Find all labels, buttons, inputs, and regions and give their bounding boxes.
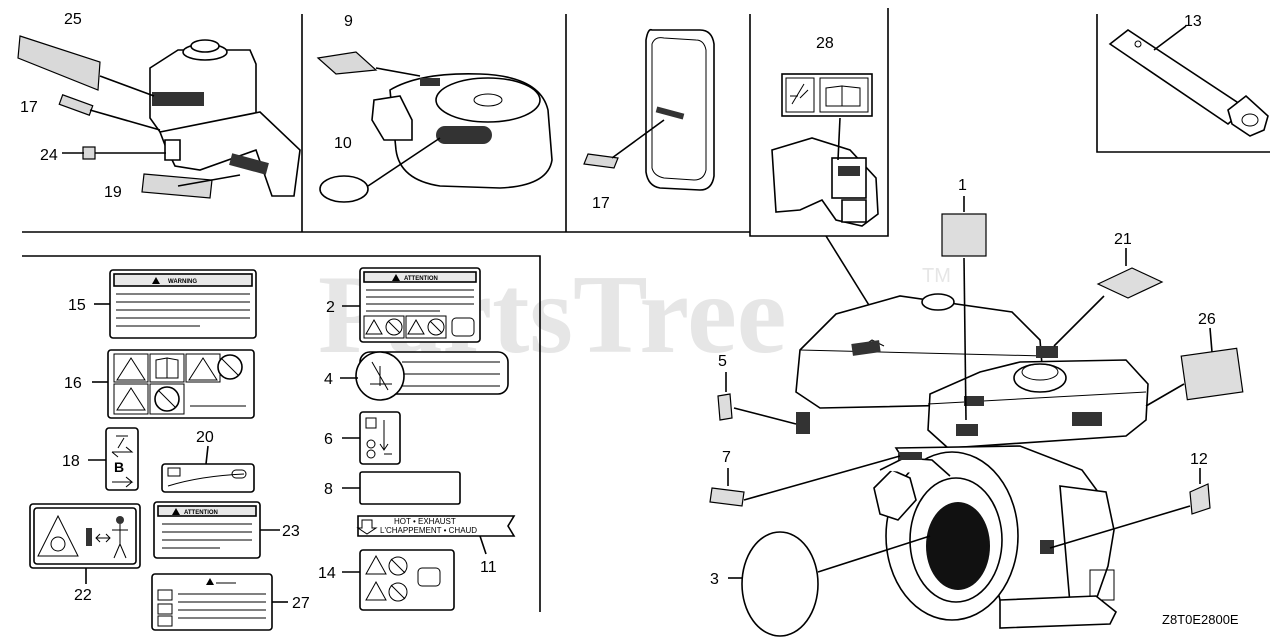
throttle-decal	[161, 445, 255, 493]
callout-9: 9	[344, 13, 353, 30]
callout-23: 23	[282, 523, 300, 540]
callout-17-lower: 17	[592, 195, 610, 212]
warning-decal-heading: WARNING	[168, 279, 197, 285]
callout-20: 20	[196, 429, 214, 446]
attention-decal-23-heading: ATTENTION	[184, 510, 218, 516]
watermark-trademark: TM	[922, 265, 951, 287]
callout-2: 2	[326, 299, 335, 316]
engine-leader-lines	[725, 196, 1213, 579]
panel-borders	[22, 8, 1270, 612]
air-cleaner-illustration	[316, 51, 553, 203]
callout-1: 1	[958, 177, 967, 194]
fuel-tank-illustration	[17, 35, 301, 199]
callout-11: 11	[480, 559, 497, 576]
callout-5: 5	[718, 353, 727, 370]
fuel-switch-decal	[342, 411, 401, 465]
callout-17: 17	[20, 99, 38, 116]
callout-26: 26	[1198, 311, 1216, 328]
callout-12: 12	[1190, 451, 1208, 468]
muffler-protector-illustration	[583, 28, 715, 191]
callout-10: 10	[334, 135, 352, 152]
blank-decal	[342, 471, 461, 505]
callout-8: 8	[324, 481, 333, 498]
exhaust-decal-line1: HOT • EXHAUST	[394, 517, 456, 526]
callout-21: 21	[1114, 231, 1132, 248]
warning-decal: WARNING	[94, 269, 257, 339]
spark-plug-wrench-illustration	[1108, 25, 1269, 137]
callout-27: 27	[292, 595, 310, 612]
diagram-code: Z8T0E2800E	[1162, 612, 1239, 627]
callout-4: 4	[324, 371, 333, 388]
callout-3: 3	[710, 571, 719, 588]
exhaust-decal-line2: L'CHAPPEMENT • CHAUD	[380, 526, 477, 535]
pictogram-decal	[92, 349, 255, 419]
oil-decal	[151, 573, 288, 631]
attention-decal-23: ATTENTION	[153, 501, 280, 559]
callout-16: 16	[64, 375, 82, 392]
callout-18: 18	[62, 453, 80, 470]
engine-decals	[709, 213, 1244, 637]
callout-22: 22	[74, 587, 92, 604]
callout-15: 15	[68, 297, 86, 314]
switch-label-illustration	[771, 73, 879, 311]
safety-icons-decal	[342, 549, 455, 611]
callout-25: 25	[64, 11, 82, 28]
exhaust-decal: HOT • EXHAUST L'CHAPPEMENT • CHAUD	[356, 515, 516, 555]
callout-19: 19	[104, 184, 122, 201]
callout-14: 14	[318, 565, 336, 582]
keep-away-decal	[29, 503, 141, 584]
svg-text:B: B	[114, 459, 124, 475]
callout-24: 24	[40, 147, 58, 164]
callout-7: 7	[722, 449, 731, 466]
engine-illustration	[795, 293, 1149, 629]
callout-13: 13	[1184, 13, 1202, 30]
callout-28: 28	[816, 35, 834, 52]
attention-decal-2: ATTENTION	[342, 267, 481, 343]
fuel-valve-decal	[340, 351, 509, 401]
callout-6: 6	[324, 431, 333, 448]
attention-decal-2-heading: ATTENTION	[404, 276, 438, 282]
choke-decal: B	[88, 427, 139, 491]
